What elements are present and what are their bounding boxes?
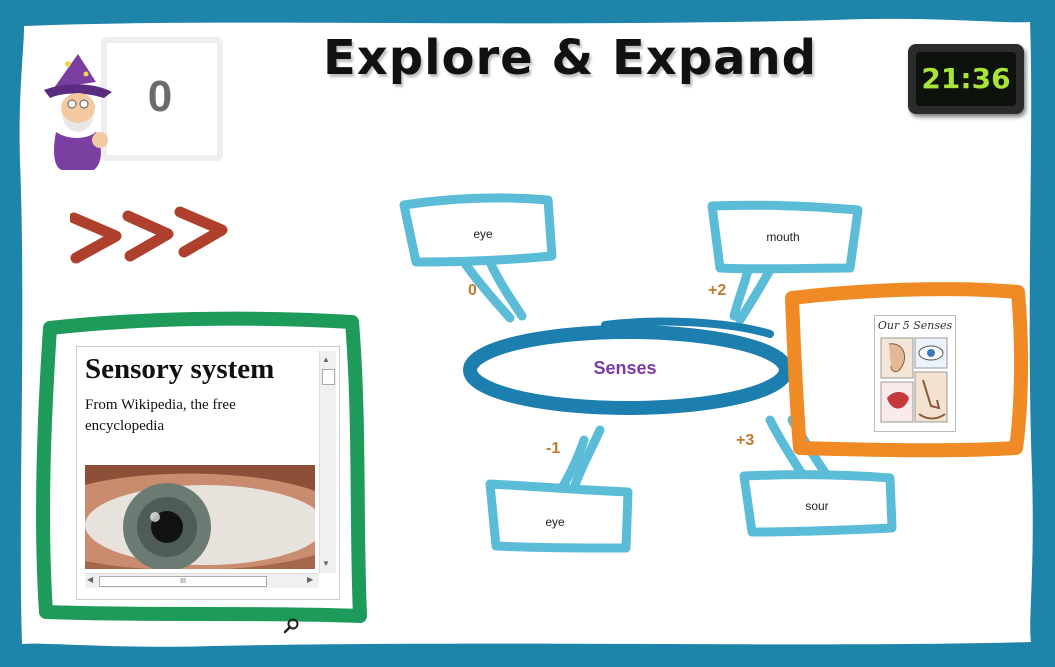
timer-value: 21:36 bbox=[921, 62, 1011, 95]
chevrons-icon[interactable] bbox=[70, 204, 230, 268]
node-box-sour bbox=[739, 470, 897, 537]
node-label[interactable]: mouth bbox=[766, 230, 800, 244]
node-label[interactable]: eye bbox=[545, 515, 565, 529]
image-frame bbox=[785, 282, 1029, 458]
node-score: +3 bbox=[736, 432, 755, 449]
senses-image-title: Our 5 Senses bbox=[877, 319, 953, 332]
score-value: 0 bbox=[147, 72, 173, 121]
wiki-horizontal-scrollbar[interactable]: ◀ III ▶ bbox=[85, 573, 319, 588]
senses-image-card[interactable]: Our 5 Senses bbox=[874, 315, 956, 432]
scroll-left-icon[interactable]: ◀ bbox=[87, 575, 94, 584]
horizontal-scroll-thumb[interactable]: III bbox=[99, 576, 267, 587]
node-score: 0 bbox=[468, 282, 477, 299]
center-node-label[interactable]: Senses bbox=[593, 358, 657, 378]
scroll-up-icon[interactable]: ▲ bbox=[322, 355, 330, 364]
node-score: +2 bbox=[708, 282, 727, 299]
scroll-right-icon[interactable]: ▶ bbox=[307, 575, 314, 584]
timer-display: 21:36 bbox=[916, 52, 1016, 106]
scroll-down-icon[interactable]: ▼ bbox=[322, 559, 330, 568]
node-box-mouth bbox=[707, 200, 863, 274]
center-node-outline bbox=[463, 325, 793, 415]
wiki-subtitle: From Wikipedia, the free encyclopedia bbox=[85, 397, 236, 434]
node-score: -1 bbox=[546, 440, 561, 457]
timer: 21:36 bbox=[908, 44, 1024, 114]
wiki-title: Sensory system bbox=[85, 353, 275, 385]
wiki-panel[interactable]: Sensory system From Wikipedia, the free … bbox=[76, 346, 340, 600]
wiki-vertical-scrollbar[interactable]: ▲ ▼ bbox=[319, 351, 336, 573]
senses-illustration bbox=[880, 337, 948, 423]
node-label[interactable]: sour bbox=[805, 499, 829, 513]
node-box-eye-top bbox=[399, 193, 557, 267]
wiki-eye-photo bbox=[85, 465, 315, 569]
page-title: Explore & Expand bbox=[322, 30, 818, 86]
wizard-mascot-icon bbox=[44, 54, 112, 170]
node-label[interactable]: eye bbox=[473, 227, 493, 241]
zoom-icon[interactable] bbox=[284, 618, 300, 634]
score-card bbox=[101, 37, 223, 161]
node-box-eye-bottom bbox=[485, 479, 633, 553]
vertical-scroll-thumb[interactable] bbox=[322, 369, 335, 385]
wiki-frame bbox=[36, 311, 367, 623]
